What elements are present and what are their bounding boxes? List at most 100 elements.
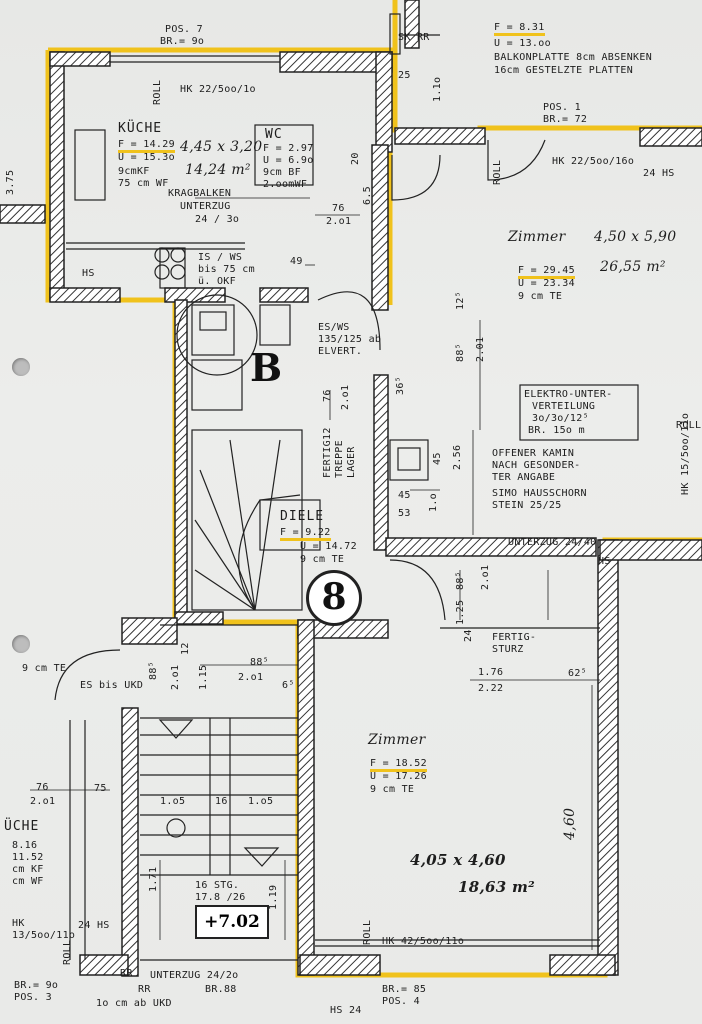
- kamin-dim-53: 53: [398, 508, 411, 519]
- dim-25: 25: [398, 70, 411, 81]
- kitchen-dim-49: 49: [290, 256, 303, 267]
- hs-top: 24 HS: [643, 168, 675, 179]
- diele-treppe: TREPPE: [334, 440, 345, 478]
- left-k1: 8.16: [12, 840, 38, 851]
- diele-name: DIELE: [280, 509, 325, 524]
- diele-te: 9 cm TE: [300, 554, 345, 565]
- bottom-rr2: RR: [138, 984, 151, 995]
- room1-dim-12: 12⁵: [455, 291, 466, 310]
- br9o-label: BR.= 9o: [160, 36, 205, 47]
- kitchen-u: U = 15.3o: [118, 152, 175, 163]
- esws-l2: 135/125 ab: [318, 334, 382, 345]
- room2-dim-222: 2.22: [478, 683, 504, 694]
- kitchen-dims: 4,45 x 3,20: [180, 139, 263, 155]
- kitchen-kf: 9cmKF: [118, 166, 150, 177]
- stair-dim-885: 88⁵: [250, 657, 269, 668]
- wc-name: WC: [265, 127, 283, 142]
- esws-l3: ELVERT.: [318, 346, 363, 357]
- wc-wf: 2.oomWF: [263, 179, 308, 190]
- diele-lager: LAGER: [346, 446, 357, 478]
- bottom-hs24: HS 24: [330, 1005, 362, 1016]
- kamin-l5: STEIN 25/25: [492, 500, 562, 511]
- left-esbis: ES bis UKD: [80, 680, 144, 691]
- bottom-ukd: 1o cm ab UKD: [96, 998, 172, 1009]
- kamin-l4: SIMO HAUSSCHORN: [492, 488, 587, 499]
- wc-f: F = 2.97: [263, 143, 314, 154]
- kamin-dim-45: 45: [398, 490, 411, 501]
- room2-roll: ROLL: [362, 919, 373, 945]
- dim-20-top: 20: [350, 152, 361, 165]
- room1-f: F = 29.45: [518, 265, 575, 279]
- kitchen-dim-76: 76: [332, 203, 345, 214]
- room2-dim-176: 1.76: [478, 667, 504, 678]
- kamin-dim-1o: 1.o: [428, 493, 439, 512]
- balcony-note-2: 16cm GESTELZTE PLATTEN: [494, 65, 634, 76]
- esws-l1: ES/WS: [318, 322, 350, 333]
- kitchen-f-value: F = 14.29: [118, 139, 175, 153]
- left-hs24: 24 HS: [78, 920, 110, 931]
- stair-dim-115: 1.15: [198, 664, 209, 690]
- room1-dim-885: 88⁵: [455, 343, 466, 362]
- hk-top-room: HK 22/5oo/16o: [552, 156, 635, 167]
- stair-steps: 16 STG.: [195, 880, 240, 891]
- kamin-dim-256: 2.56: [452, 444, 463, 470]
- left-k3: cm KF: [12, 864, 44, 875]
- room2-f: F = 18.52: [370, 758, 427, 772]
- kitchen-unterzug: UNTERZUG: [180, 201, 231, 212]
- detail-lines: [54, 13, 639, 961]
- bottom-pos4: POS. 4: [382, 996, 420, 1007]
- wc-bf: 9cm BF: [263, 167, 301, 178]
- left-br9o: BR.= 9o: [14, 980, 59, 991]
- elektro-l4: BR. 15o m: [528, 425, 585, 436]
- room1-area: 26,55 m²: [600, 259, 666, 275]
- diele-dim-76: 76: [322, 389, 333, 402]
- room2-dim-24: 24: [463, 629, 474, 642]
- left-dim-375: 3.75: [5, 169, 16, 195]
- diele-f: F = 9.22: [280, 527, 331, 541]
- diele-fertig: FERTIG: [322, 440, 333, 478]
- kamin-l3: TER ANGABE: [492, 472, 556, 483]
- kamin-l2: NACH GESONDER-: [492, 460, 581, 471]
- balcony-u: U = 13.oo: [494, 38, 551, 49]
- stair-dim-105a: 1.o5: [160, 796, 186, 807]
- left-dim-76: 76: [36, 782, 49, 793]
- room2-name: Zimmer: [368, 732, 426, 748]
- kamin-dim-365: 36⁵: [395, 376, 406, 395]
- diele-u: U = 14.72: [300, 541, 357, 552]
- kitchen-wf: 75 cm WF: [118, 178, 169, 189]
- left-kueche: ÜCHE: [4, 819, 40, 834]
- kitchen-kragbalken: KRAGBALKEN: [168, 188, 232, 199]
- kamin-l1: OFFENER KAMIN: [492, 448, 575, 459]
- diele-dim-2o1: 2.o1: [480, 564, 491, 590]
- left-te: 9 cm TE: [22, 663, 67, 674]
- stair-dim-171: 1.71: [148, 866, 159, 892]
- kitchen-f: F = 14.29: [118, 139, 175, 153]
- room2-dims: 4,05 x 4,60: [410, 851, 506, 869]
- room2-te: 9 cm TE: [370, 784, 415, 795]
- kitchen-name: KÜCHE: [118, 121, 163, 136]
- stair-dim-16: 16: [215, 796, 228, 807]
- stair-dim-119: 1.19: [268, 884, 279, 910]
- room2-dim-460: 4,60: [562, 807, 578, 840]
- marker-8: 8: [306, 570, 362, 626]
- kamin-dim-45b: 45: [432, 452, 443, 465]
- punch-hole: [12, 358, 30, 376]
- room2-fertigsturz-1: FERTIG-: [492, 632, 537, 643]
- dim-11o: 1.1o: [432, 76, 443, 102]
- room1-u: U = 23.34: [518, 278, 575, 289]
- balcony-note-1: BALKONPLATTE 8cm ABSENKEN: [494, 52, 653, 63]
- left-k4: cm WF: [12, 876, 44, 887]
- room1-f-value: F = 29.45: [518, 265, 575, 279]
- kitchen-uokf: ü. OKF: [198, 276, 236, 287]
- bottom-unterzug: UNTERZUG 24/2o: [150, 970, 239, 981]
- room2-dim-625: 62⁵: [568, 668, 587, 679]
- stair-dim-12: 12: [180, 642, 191, 655]
- diele-dim-125: 1.25: [455, 599, 466, 625]
- diele-f-value: F = 9.22: [280, 527, 331, 541]
- kitchen-area: 14,24 m²: [185, 162, 251, 178]
- room1-te: 9 cm TE: [518, 291, 563, 302]
- right-roll: ROLL: [676, 420, 702, 431]
- walls: [0, 0, 702, 977]
- pos7-label: POS. 7: [165, 24, 203, 35]
